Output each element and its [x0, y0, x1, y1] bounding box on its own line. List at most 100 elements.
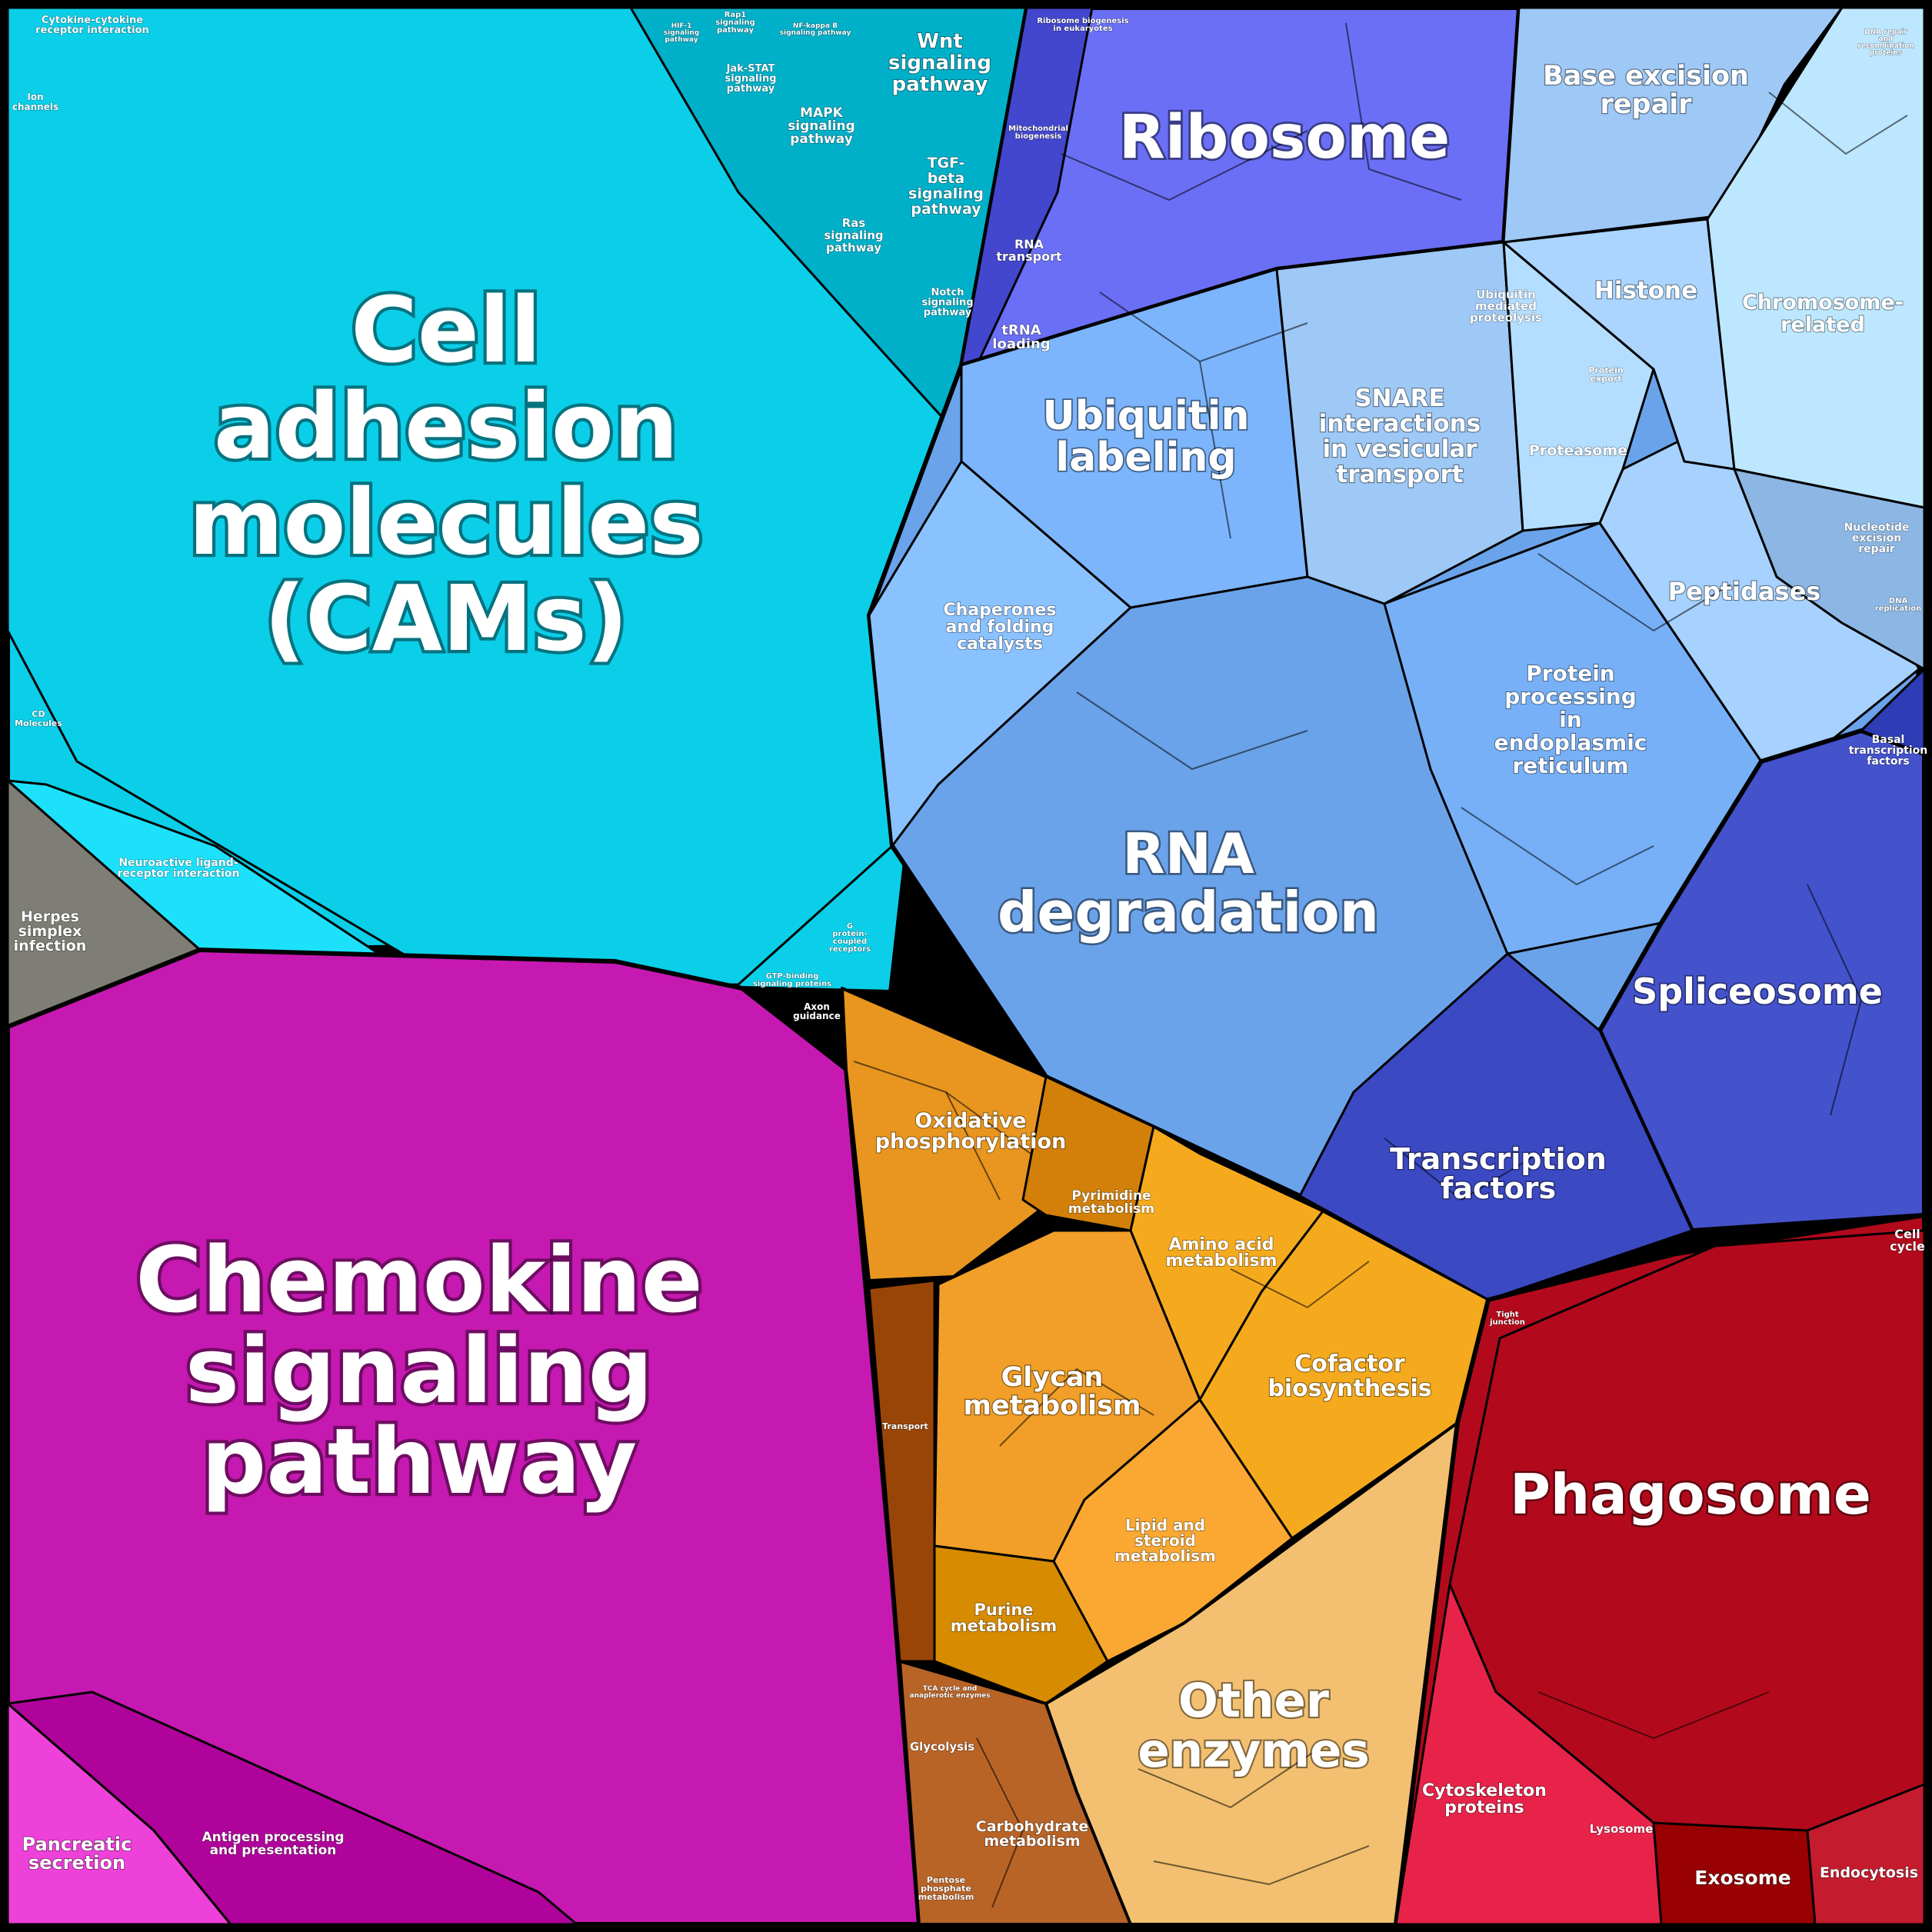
label-line: repair [1858, 543, 1895, 555]
sub-cell-line [1138, 1745, 1324, 1809]
label-line: Cytokine-cytokine [42, 15, 143, 26]
label-line: CD [32, 709, 45, 719]
label-ribosome: Ribosome [1119, 103, 1450, 172]
label-line: Basal [1872, 734, 1905, 746]
label-line: Purine [974, 1601, 1033, 1619]
cell-endocytosis [1806, 1783, 1926, 1926]
label-glycolysis: Glycolysis [910, 1740, 974, 1754]
label-line: Histone [1594, 277, 1697, 305]
label-line: Glycan [1001, 1362, 1104, 1393]
label-line: guidance [793, 1011, 841, 1021]
label-line: Ribosome [1119, 103, 1450, 172]
label-line: Transport [882, 1421, 928, 1431]
label-line: Glycolysis [910, 1740, 974, 1754]
label-line: interactions [1319, 410, 1481, 438]
cell-repair-small [1733, 468, 1926, 671]
cell-histone [1502, 218, 1736, 471]
label-line: receptor interaction [35, 25, 149, 36]
label-line: Ubiquitin [1476, 288, 1536, 301]
label-line: degradation [998, 880, 1379, 944]
label-line: transport [996, 249, 1062, 264]
label-line: reticulum [1512, 753, 1628, 778]
label-line: Ribosome biogenesis [1037, 17, 1128, 25]
label-line: phosphate [921, 1884, 971, 1894]
label-line: phosphorylation [875, 1130, 1067, 1154]
label-line: Cytoskeleton [1422, 1781, 1547, 1800]
label-line: signaling [888, 52, 991, 75]
label-line: proteins [1444, 1798, 1524, 1817]
label-line: Proteasome [1529, 442, 1627, 459]
label-line: pathway [924, 307, 972, 318]
sub-cell-line [1230, 1261, 1370, 1309]
label-line: metabolism [1165, 1251, 1277, 1271]
label-line: pathway [911, 201, 981, 218]
cell-spliceosome[interactable] [1597, 728, 1927, 1233]
cell-signaling-cluster [629, 6, 1028, 440]
label-line: molecules [188, 469, 703, 575]
label-line: excision [1852, 532, 1901, 545]
label-line: Chemokine [135, 1227, 703, 1333]
label-spliceosome: Spliceosome [1632, 971, 1883, 1012]
label-line: and [1879, 35, 1894, 43]
label-line: Phagosome [1510, 1462, 1871, 1527]
label-line: pathway [202, 1408, 637, 1514]
label-line: Notch [931, 287, 964, 298]
label-line: Other [1178, 1674, 1329, 1728]
sub-cell-line [1537, 553, 1731, 632]
cell-snare [1275, 241, 1524, 605]
label-line: metabolism [984, 1833, 1080, 1850]
sub-cell-line [1384, 1138, 1539, 1201]
label-line: Amino acid [1168, 1235, 1274, 1254]
label-line: secretion [28, 1852, 125, 1874]
sub-cell-line [1768, 92, 1908, 155]
label-line: Cell [351, 277, 541, 383]
label-line: and presentation [210, 1843, 337, 1858]
label-line: replication [1875, 605, 1922, 613]
label-line: TCA cycle and [923, 1685, 978, 1693]
label-line: biogenesis [1015, 132, 1062, 141]
label-line: GTP-binding [766, 972, 819, 981]
label-line: signaling [908, 185, 984, 202]
label-line: pathway [826, 241, 881, 255]
label-line: pathway [790, 132, 853, 147]
cell-ribosome-biogenesis [960, 6, 1094, 367]
label-line: pathway [665, 36, 698, 44]
label-line: metabolism [951, 1617, 1058, 1635]
label-line: Oxidative [914, 1109, 1026, 1133]
label-line: Lipid and [1125, 1516, 1205, 1534]
label-lysosome: Lysosome [1590, 1822, 1654, 1836]
label-line: Chaperones [944, 601, 1057, 620]
label-line: junction [1489, 1318, 1525, 1327]
label-line: signaling [788, 118, 855, 134]
label-histone: Histone [1594, 277, 1697, 305]
label-line: loading [992, 336, 1050, 352]
sub-cell-line [1537, 1691, 1770, 1740]
sub-cell-lines [853, 22, 1908, 1908]
sub-cell-line [999, 1367, 1154, 1447]
label-line: signaling [824, 228, 883, 242]
label-line: Mitochondrial [1008, 125, 1068, 133]
